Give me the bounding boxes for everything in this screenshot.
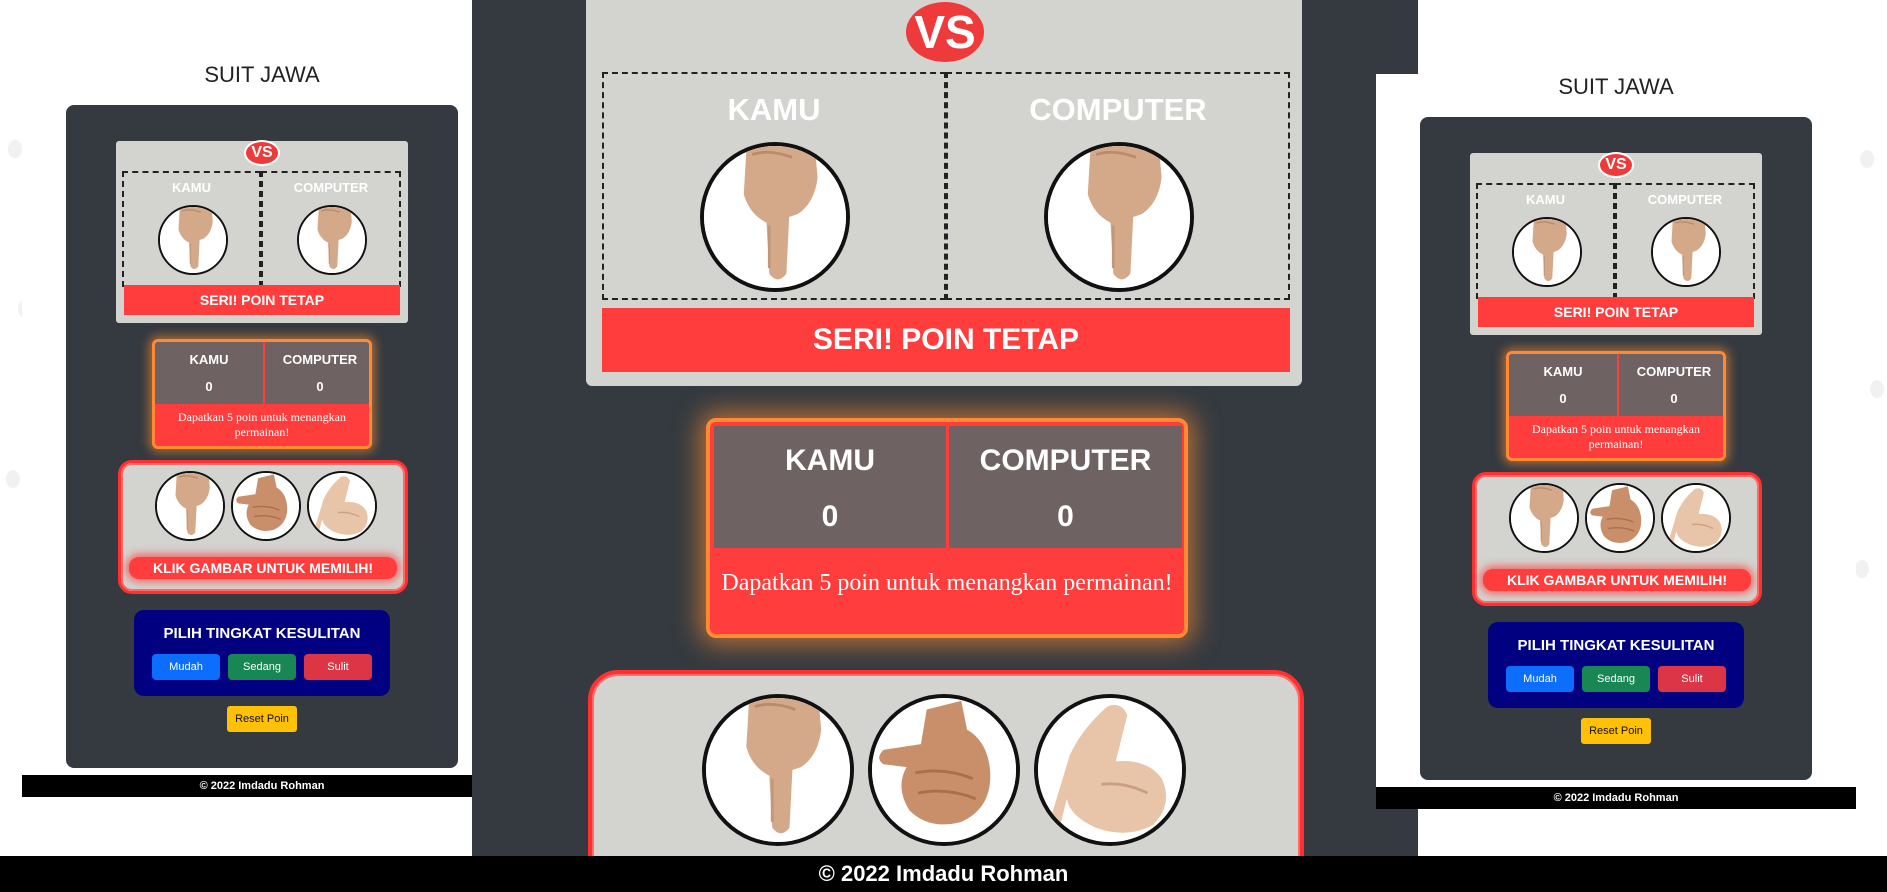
computer-score-box: COMPUTER 0 (949, 426, 1182, 548)
choice-orang-icon[interactable] (1661, 483, 1731, 553)
choice-panel: KLIK GAMBAR UNTUK MEMILIH! (1472, 472, 1762, 606)
choice-semut-icon[interactable] (702, 694, 854, 846)
computer-score-box: COMPUTER 0 (265, 342, 369, 404)
reset-button[interactable]: Reset Poin (1581, 718, 1651, 744)
arena: VS KAMU COMPUTER SERI! POIN TETAP (1470, 152, 1762, 335)
difficulty-panel: PILIH TINGKAT KESULITAN Mudah Sedang Sul… (1488, 622, 1744, 708)
vs-badge: VS (1598, 152, 1634, 178)
computer-label: COMPUTER (293, 180, 369, 195)
player-score: 0 (821, 500, 839, 533)
player-score: 0 (205, 379, 213, 394)
choice-orang-icon[interactable] (1034, 694, 1186, 846)
computer-score-label: COMPUTER (282, 352, 358, 367)
player-label: KAMU (1526, 192, 1565, 207)
player-cell: KAMU (122, 171, 261, 287)
difficulty-panel: PILIH TINGKAT KESULITAN Mudah Sedang Sul… (134, 610, 390, 696)
player-score-box: KAMU 0 (1509, 354, 1617, 416)
result-banner: SERI! POIN TETAP (124, 285, 400, 315)
hard-button[interactable]: Sulit (304, 654, 372, 680)
computer-score-label: COMPUTER (979, 444, 1152, 477)
background-pattern (1855, 560, 1869, 578)
game-container: VS KAMU COMPUTER SERI! POIN TETAP KAMU 0… (1420, 117, 1812, 780)
medium-button[interactable]: Sedang (228, 654, 296, 680)
choice-semut-icon[interactable] (155, 471, 225, 541)
choice-semut-icon[interactable] (1509, 483, 1579, 553)
computer-score: 0 (1670, 391, 1678, 406)
player-score-box: KAMU 0 (714, 426, 946, 548)
player-label: KAMU (172, 180, 211, 195)
computer-hand-icon (297, 205, 367, 275)
right-preview: SUIT JAWA VS KAMU COMPUTER SERI! POIN TE… (1376, 74, 1856, 809)
player-score-label: KAMU (1543, 364, 1583, 379)
computer-label: COMPUTER (1647, 192, 1723, 207)
target-message: Dapatkan 5 poin untuk menangkan permaina… (721, 570, 1173, 596)
hard-button[interactable]: Sulit (1658, 666, 1726, 692)
choice-gajah-icon[interactable] (231, 471, 301, 541)
easy-button[interactable]: Mudah (152, 654, 220, 680)
computer-score-box: COMPUTER 0 (1619, 354, 1723, 416)
choice-panel: KLIK GAMBAR UNTUK MEMILIH! (118, 460, 408, 594)
choose-prompt: KLIK GAMBAR UNTUK MEMILIH! (129, 557, 397, 579)
player-score-label: KAMU (189, 352, 229, 367)
game-container: VS KAMU COMPUTER SERI! POIN TETAP KAMU 0… (66, 105, 458, 768)
computer-cell: COMPUTER (1615, 183, 1755, 299)
page-title: SUIT JAWA (204, 62, 320, 87)
footer: © 2022 Imdadu Rohman (22, 775, 502, 797)
player-cell: KAMU (602, 72, 946, 300)
footer: © 2022 Imdadu Rohman (1376, 787, 1856, 809)
scoreboard: KAMU 0 COMPUTER 0 Dapatkan 5 poin untuk … (152, 339, 372, 449)
choice-gajah-icon[interactable] (1585, 483, 1655, 553)
player-hand-icon (700, 142, 850, 292)
player-score: 0 (1559, 391, 1567, 406)
background-pattern (6, 470, 20, 488)
page-title: SUIT JAWA (1558, 74, 1674, 99)
background-pattern (1860, 150, 1874, 168)
target-message: Dapatkan 5 poin untuk menangkan permaina… (178, 410, 346, 439)
easy-button[interactable]: Mudah (1506, 666, 1574, 692)
computer-cell: COMPUTER (261, 171, 401, 287)
target-message: Dapatkan 5 poin untuk menangkan permaina… (1532, 422, 1700, 451)
choose-prompt: KLIK GAMBAR UNTUK MEMILIH! (1483, 569, 1751, 591)
background-pattern (1870, 380, 1884, 398)
choice-panel (588, 670, 1304, 892)
computer-score: 0 (1057, 500, 1074, 533)
arena: VS KAMU COMPUTER SERI! POIN TETAP (586, 0, 1302, 386)
result-banner: SERI! POIN TETAP (602, 308, 1290, 372)
player-score-label: KAMU (785, 444, 875, 477)
computer-hand-icon (1651, 217, 1721, 287)
scoreboard: KAMU 0 COMPUTER 0 Dapatkan 5 poin untuk … (1506, 351, 1726, 461)
player-score-box: KAMU 0 (155, 342, 263, 404)
result-banner: SERI! POIN TETAP (1478, 297, 1754, 327)
difficulty-title: PILIH TINGKAT KESULITAN (163, 625, 361, 642)
reset-button[interactable]: Reset Poin (227, 706, 297, 732)
player-hand-icon (158, 205, 228, 275)
player-cell: KAMU (1476, 183, 1615, 299)
choice-gajah-icon[interactable] (868, 694, 1020, 846)
player-label: KAMU (727, 92, 821, 127)
arena: VS KAMU COMPUTER SERI! POIN TETAP (116, 140, 408, 323)
computer-score: 0 (316, 379, 324, 394)
computer-cell: COMPUTER (946, 72, 1290, 300)
medium-button[interactable]: Sedang (1582, 666, 1650, 692)
computer-score-label: COMPUTER (1636, 364, 1712, 379)
computer-label: COMPUTER (1029, 92, 1207, 127)
computer-hand-icon (1044, 142, 1194, 292)
scoreboard: KAMU 0 COMPUTER 0 Dapatkan 5 poin untuk … (706, 418, 1188, 638)
vs-badge: VS (906, 2, 984, 62)
main-game-container: VS KAMU COMPUTER SERI! POIN TETAP KAMU 0… (472, 0, 1418, 892)
background-pattern (8, 140, 22, 158)
choice-orang-icon[interactable] (307, 471, 377, 541)
player-hand-icon (1512, 217, 1582, 287)
left-preview: SUIT JAWA VS KAMU COMPUTER SERI! POIN TE… (22, 62, 502, 797)
vs-badge: VS (244, 140, 280, 166)
difficulty-title: PILIH TINGKAT KESULITAN (1517, 637, 1715, 654)
main-footer: © 2022 Imdadu Rohman (0, 856, 1887, 892)
